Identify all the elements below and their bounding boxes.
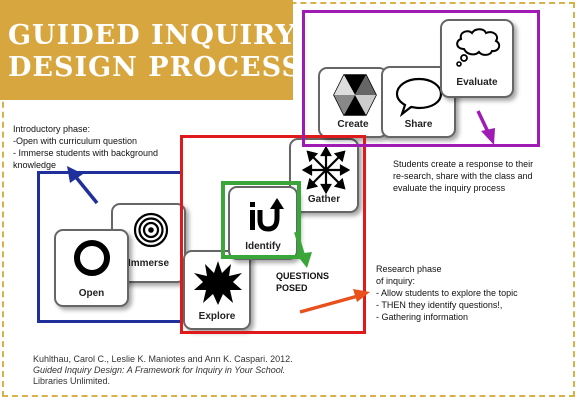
- title-banner: GUIDED INQUIRY DESIGN PROCESS: [0, 0, 301, 100]
- citation-line-3: Libraries Unlimited.: [33, 376, 111, 386]
- purple-arrow: [476, 110, 495, 145]
- hexagon-icon: [333, 74, 377, 116]
- evaluate-tile: Evaluate: [440, 19, 514, 98]
- introductory-note: Introductory phase: -Open with curriculu…: [13, 124, 159, 170]
- ring-icon: [74, 240, 110, 276]
- citation-line-1: Kuhlthau, Carol C., Leslie K. Maniotes a…: [33, 354, 293, 364]
- identify-tile: Identify: [228, 186, 298, 260]
- create-share-evaluate-note: Students create a response to their re-s…: [393, 159, 534, 193]
- evaluate-label: Evaluate: [456, 77, 498, 88]
- create-tile: Create: [318, 67, 388, 138]
- explore-tile: Explore: [183, 250, 251, 330]
- target-icon: [133, 212, 169, 248]
- explore-label: Explore: [198, 311, 236, 322]
- research-phase-frame: [180, 135, 366, 334]
- title-line-1: GUIDED INQUIRY: [8, 20, 296, 51]
- starburst-icon: [194, 261, 242, 305]
- blue-arrow: [67, 166, 99, 205]
- open-tile: Open: [54, 229, 129, 307]
- identify-label: Identify: [245, 241, 281, 252]
- citation-line-2: Guided Inquiry Design: A Framework for I…: [33, 365, 286, 375]
- create-label: Create: [337, 119, 369, 130]
- green-arrow: [294, 231, 312, 268]
- curved-arrow-icon: [250, 198, 284, 232]
- immerse-label: Immerse: [127, 258, 170, 269]
- questions-posed-label: QUESTIONS POSED: [276, 271, 330, 293]
- research-phase-note: Research phase of inquiry: - Allow stude…: [376, 264, 518, 322]
- title-line-2: DESIGN PROCESS: [8, 52, 302, 83]
- converging-arrows-icon: [301, 145, 351, 195]
- thought-bubble-icon: [456, 28, 501, 67]
- create-share-evaluate-frame: [302, 10, 540, 147]
- citation: Kuhlthau, Carol C., Leslie K. Maniotes a…: [33, 354, 293, 387]
- identify-highlight-frame: [221, 181, 301, 259]
- gather-label: Gather: [307, 194, 341, 205]
- orange-arrow: [299, 289, 370, 314]
- share-label: Share: [404, 119, 433, 130]
- open-label: Open: [78, 288, 105, 299]
